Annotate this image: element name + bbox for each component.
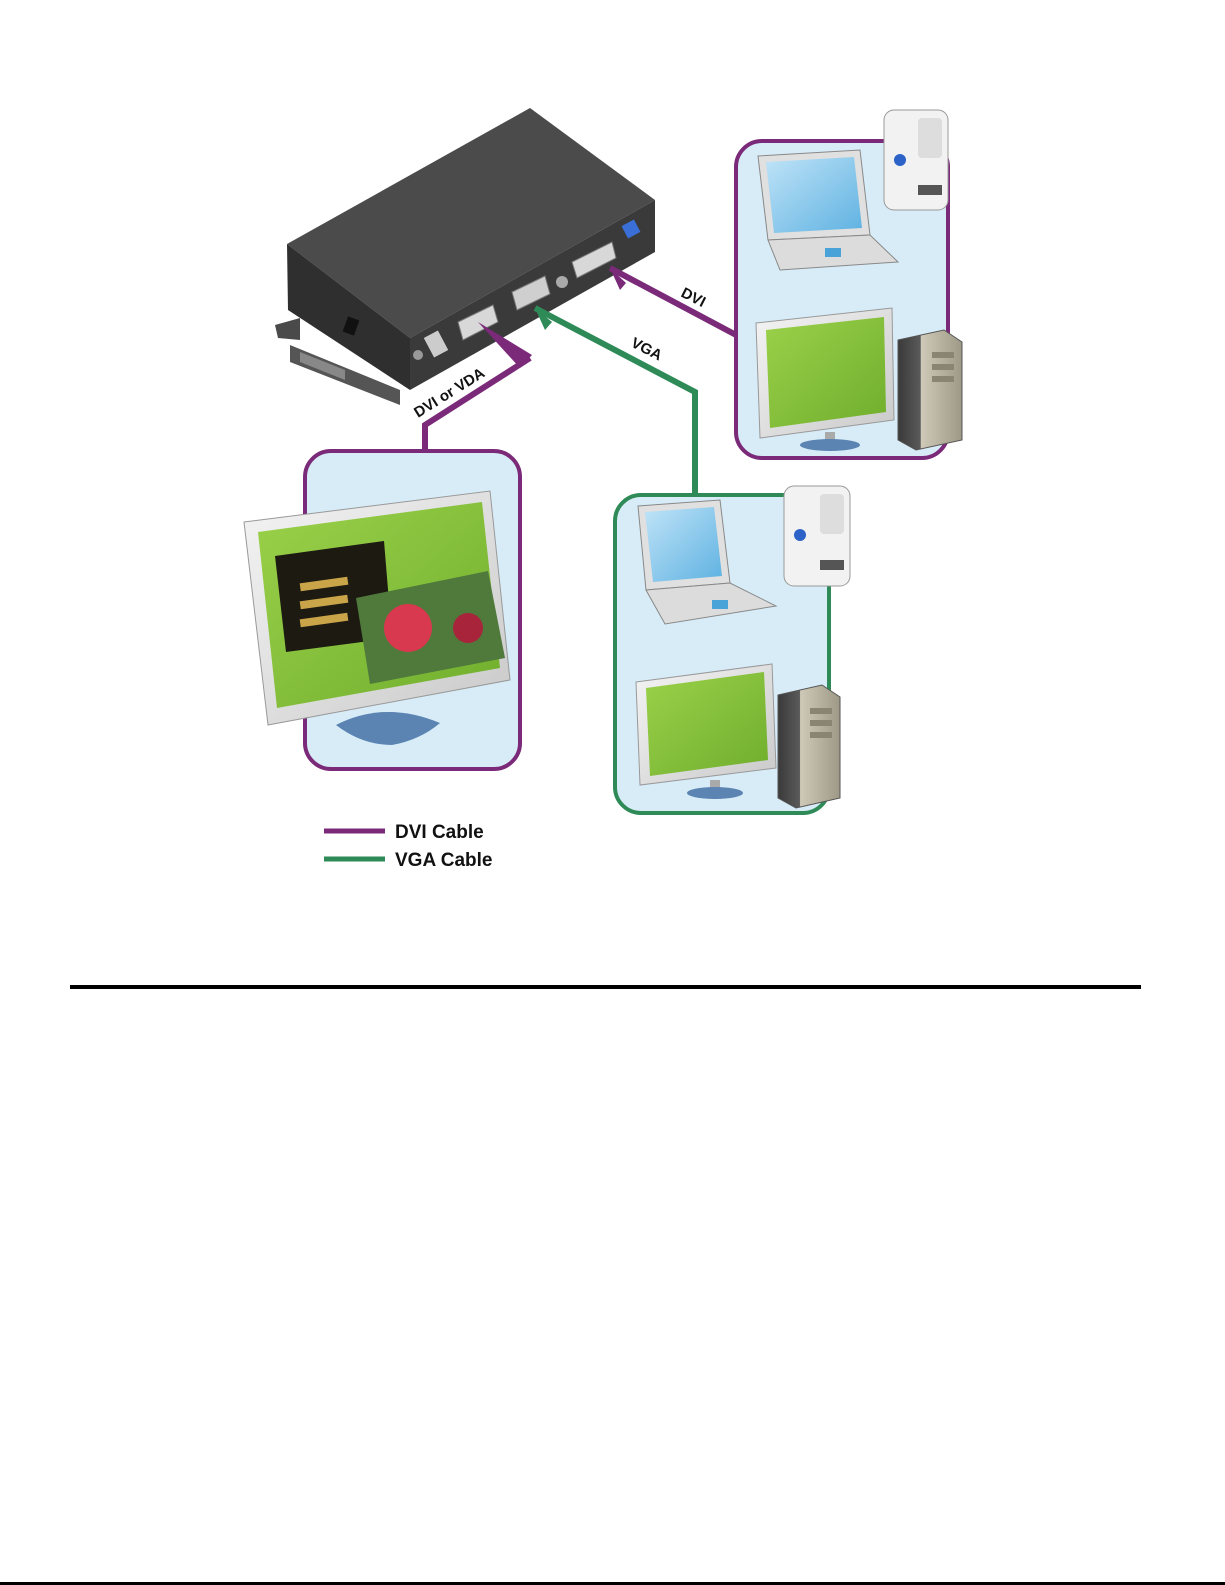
tower-computer-icon <box>898 330 962 450</box>
mac-tower-icon <box>784 486 850 586</box>
section-divider <box>70 985 1141 989</box>
tower-computer-icon <box>778 685 840 808</box>
mac-tower-icon <box>884 110 948 210</box>
dvi-source-panel <box>736 110 962 458</box>
vga-input-cable <box>535 308 695 495</box>
connection-diagram: DVI VGA DVI or VDA <box>0 0 1225 1000</box>
legend-label-vga: VGA Cable <box>395 850 493 871</box>
legend: DVI Cable VGA Cable <box>324 822 493 871</box>
dvi-input-cable <box>610 268 738 336</box>
switch-box-icon <box>275 108 655 405</box>
vga-source-panel <box>615 486 850 813</box>
legend-label-dvi: DVI Cable <box>395 822 484 843</box>
display-output-panel <box>244 451 520 769</box>
